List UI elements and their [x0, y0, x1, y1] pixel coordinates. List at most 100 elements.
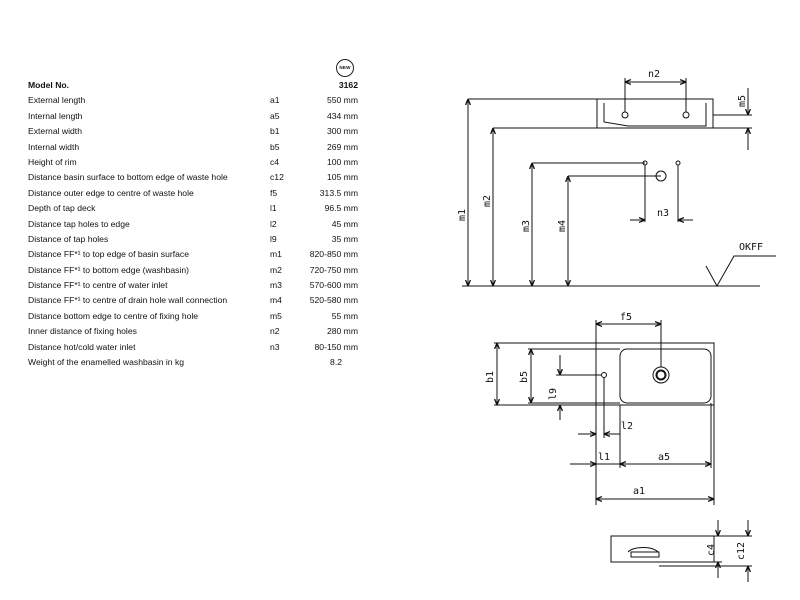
spec-label: Distance hot/cold water inlet: [28, 341, 136, 352]
spec-symbol: m1: [270, 249, 282, 260]
side-view: [462, 78, 776, 286]
spec-value: 100 mm: [326, 156, 358, 167]
spec-value: 550 mm: [326, 95, 358, 106]
spec-label: Depth of tap deck: [28, 203, 96, 214]
spec-row: External width b1 300 mm: [28, 124, 358, 139]
inlet-hole-right: [676, 161, 680, 165]
spec-row: Distance outer edge to centre of waste h…: [28, 186, 358, 201]
dim-label-n2: n2: [648, 69, 660, 80]
spec-row: Internal length a5 434 mm: [28, 109, 358, 124]
waste-hole-inner: [657, 371, 666, 380]
weight-value: 8.2: [330, 357, 342, 368]
spec-label: External width: [28, 126, 82, 137]
spec-value: 80-150 mm: [314, 341, 358, 352]
spec-value: 35 mm: [331, 233, 358, 244]
dim-label-a5: a5: [658, 452, 670, 463]
basin-side-outline: [597, 99, 713, 128]
spec-symbol: b1: [270, 126, 280, 137]
spec-label: Distance FF*¹ to top edge of basin surfa…: [28, 249, 189, 260]
spec-value: 570-600 mm: [309, 280, 358, 291]
spec-row: Depth of tap deck l1 96.5 mm: [28, 201, 358, 216]
fixing-hole-left: [622, 112, 628, 118]
spec-row: External length a1 550 mm: [28, 93, 358, 108]
weight-label: Weight of the enamelled washbasin in kg: [28, 357, 185, 368]
spec-value: 720-750 mm: [309, 264, 358, 275]
spec-label: Height of rim: [28, 156, 77, 167]
fixing-hole-right: [683, 112, 689, 118]
spec-row: Height of rim c4 100 mm: [28, 155, 358, 170]
basin-plan-outline: [596, 343, 714, 405]
header-row: Model No. 3162: [28, 78, 358, 93]
basin-plan-bowl: [620, 349, 711, 403]
spec-label: Distance basin surface to bottom edge of…: [28, 172, 228, 183]
spec-label: Distance bottom edge to centre of fixing…: [28, 310, 199, 321]
spec-value: 105 mm: [326, 172, 358, 183]
basin-inner-profile: [604, 103, 706, 126]
weight-row: Weight of the enamelled washbasin in kg …: [28, 355, 358, 370]
spec-label: Distance FF*¹ to centre of water inlet: [28, 280, 168, 291]
dim-label-l1: l1: [598, 452, 610, 463]
spec-symbol: m2: [270, 264, 282, 275]
tap-hole: [602, 373, 607, 378]
spec-label: Internal width: [28, 141, 80, 152]
spec-value: 434 mm: [326, 110, 358, 121]
waste-hole-outer: [653, 367, 669, 383]
spec-row: Distance of tap holes l9 35 mm: [28, 232, 358, 247]
spec-value: 55 mm: [331, 310, 358, 321]
spec-value: 280 mm: [326, 326, 358, 337]
spec-value: 96.5 mm: [324, 203, 358, 214]
spec-row: Distance hot/cold water inlet n3 80-150 mm: [28, 340, 358, 355]
dim-label-okff: OKFF: [739, 242, 763, 253]
spec-value: 820-850 mm: [309, 249, 358, 260]
spec-label: Inner distance of fixing holes: [28, 326, 137, 337]
spec-symbol: l9: [270, 233, 277, 244]
side-view-labels: n2 m5 m1 m2 m3 m4 n3 OKFF: [457, 69, 763, 253]
basin-front-outline: [611, 536, 714, 562]
dim-label-b1: b1: [485, 371, 496, 383]
dim-label-a1: a1: [633, 486, 645, 497]
spec-label: Internal length: [28, 110, 83, 121]
dim-label-c12: c12: [736, 542, 747, 560]
spec-label: Distance FF*¹ to centre of drain hole wa…: [28, 295, 228, 306]
front-view-labels: c4 c12: [706, 542, 747, 560]
spec-symbol: l2: [270, 218, 277, 229]
model-label: Model No.: [28, 80, 70, 90]
spec-row: Distance FF*¹ to centre of drain hole wa…: [28, 293, 358, 308]
spec-symbol: a5: [270, 110, 280, 121]
spec-symbol: m5: [270, 310, 282, 321]
spec-row: Distance basin surface to bottom edge of…: [28, 170, 358, 185]
spec-table: Model No. 3162 External length a1 550 mm I…: [28, 78, 358, 370]
dim-label-m2: m2: [482, 195, 493, 207]
dim-label-l9: l9: [548, 388, 559, 400]
spec-symbol: a1: [270, 95, 280, 106]
spec-label: External length: [28, 95, 86, 106]
spec-symbol: m3: [270, 280, 282, 291]
spec-value: 45 mm: [331, 218, 358, 229]
okff-leader: [706, 256, 776, 286]
spec-value: 520-580 mm: [309, 295, 358, 306]
spec-value: 269 mm: [326, 141, 358, 152]
dim-label-f5: f5: [620, 312, 632, 323]
spec-label: Distance outer edge to centre of waste h…: [28, 187, 194, 198]
spec-symbol: l1: [270, 203, 277, 214]
waste-outlet-curve: [628, 548, 658, 553]
spec-symbol: c4: [270, 156, 280, 167]
new-badge: NEW: [336, 59, 354, 77]
spec-symbol: c12: [270, 172, 284, 183]
spec-label: Distance of tap holes: [28, 233, 109, 244]
front-view: [611, 520, 752, 582]
plan-view: [494, 320, 714, 505]
spec-symbol: n3: [270, 341, 280, 352]
spec-label: Distance FF*¹ to bottom edge (washbasin): [28, 264, 189, 275]
spec-value: 300 mm: [326, 126, 358, 137]
dim-label-m4: m4: [557, 220, 568, 232]
spec-row: Distance FF*¹ to centre of water inlet m3…: [28, 278, 358, 293]
spec-symbol: f5: [270, 187, 278, 198]
dim-label-c4: c4: [706, 544, 717, 556]
dim-label-b5: b5: [519, 371, 530, 383]
spec-symbol: m4: [270, 295, 282, 306]
